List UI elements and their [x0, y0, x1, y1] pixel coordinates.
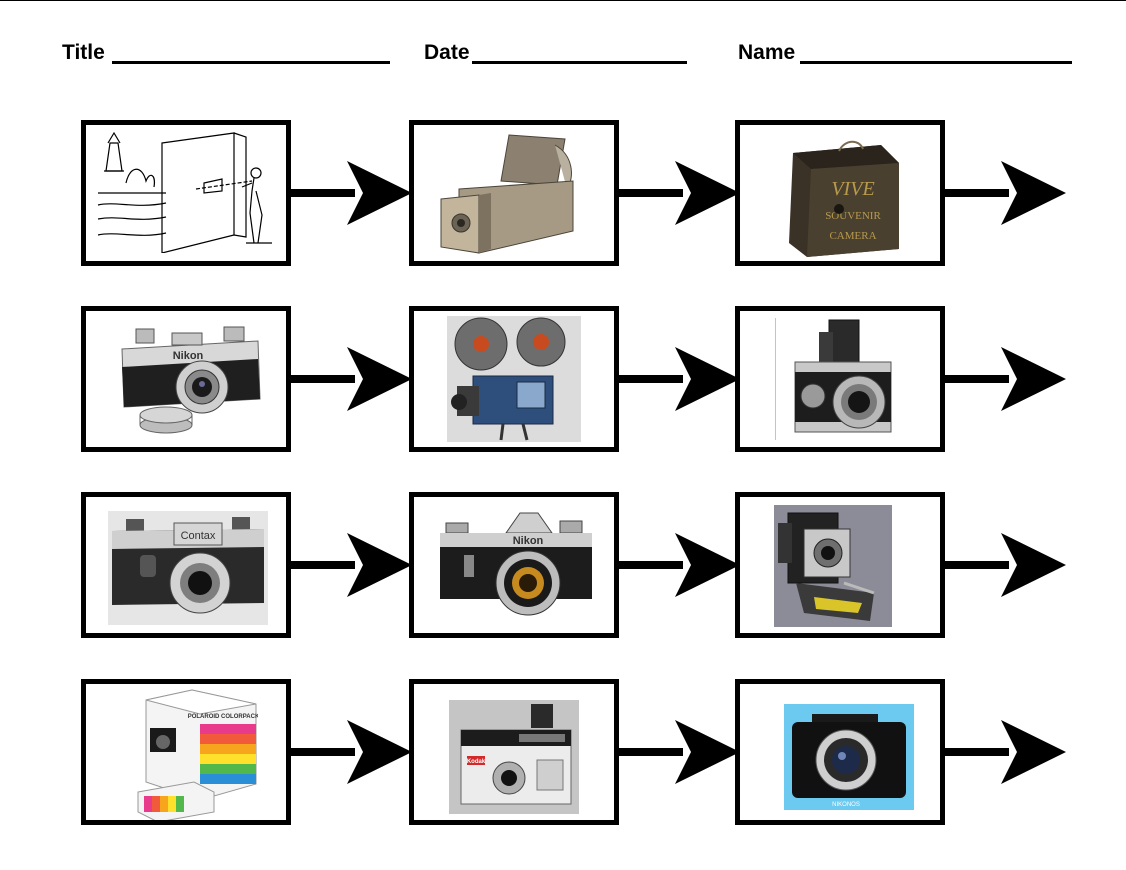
vive-souvenir-camera-image: VIVE SOUVENIR CAMERA — [789, 140, 899, 257]
polacolor-film-box-image: POLAROID COLORPACK II — [137, 689, 258, 820]
arrow-right-icon — [617, 533, 742, 597]
card-polacolor-film-box: POLAROID COLORPACK II — [81, 679, 291, 825]
name-field: Name — [738, 40, 1074, 70]
arrow-right-icon — [289, 533, 414, 597]
top-rule — [0, 0, 1126, 1]
card-contax-camera: Contax — [81, 492, 291, 638]
name-blank-line[interactable] — [800, 61, 1072, 64]
svg-text:CAMERA: CAMERA — [829, 230, 876, 242]
arrow-right-icon — [943, 161, 1068, 225]
arrow-right-icon — [943, 720, 1068, 784]
arrow-right-icon — [289, 347, 414, 411]
card-wooden-box-camera — [409, 120, 619, 266]
card-nikon-rangefinder: Nikon — [81, 306, 291, 452]
svg-text:POLAROID COLORPACK II: POLAROID COLORPACK II — [188, 714, 258, 720]
date-blank-line[interactable] — [472, 61, 687, 64]
arrow-right-icon — [289, 720, 414, 784]
svg-text:Kodak: Kodak — [467, 759, 486, 765]
svg-text:NIKONOS: NIKONOS — [832, 802, 860, 808]
reel-movie-camera-image — [447, 316, 581, 442]
arrow-right-icon — [617, 161, 742, 225]
svg-text:Contax: Contax — [181, 530, 216, 542]
date-field: Date — [424, 40, 690, 70]
title-field: Title — [62, 40, 392, 70]
title-blank-line[interactable] — [112, 61, 390, 64]
wooden-box-camera-image — [440, 134, 574, 254]
arrow-right-icon — [617, 720, 742, 784]
svg-text:VIVE: VIVE — [831, 178, 874, 200]
instamatic-camera-image: Kodak — [449, 700, 579, 814]
card-vive-souvenir-camera: VIVE SOUVENIR CAMERA — [735, 120, 945, 266]
title-label: Title — [62, 41, 105, 64]
arrow-right-icon — [943, 533, 1068, 597]
card-medium-format-camera — [735, 306, 945, 452]
underwater-camera-image: NIKONOS — [784, 704, 914, 810]
nikon-rangefinder-camera-image: Nikon — [121, 326, 261, 434]
name-label: Name — [738, 41, 796, 64]
svg-text:SOUVENIR: SOUVENIR — [825, 210, 881, 222]
arrow-right-icon — [943, 347, 1068, 411]
card-nikon-f-slr: Nikon — [409, 492, 619, 638]
contax-camera-image: Contax — [108, 511, 268, 625]
nikon-f-slr-camera-image: Nikon — [440, 512, 592, 616]
card-instamatic-camera: Kodak — [409, 679, 619, 825]
card-reel-movie-camera — [409, 306, 619, 452]
svg-text:Nikon: Nikon — [513, 535, 544, 547]
card-underwater-camera: NIKONOS — [735, 679, 945, 825]
camera-obscura-sketch-image — [97, 131, 272, 253]
press-camera-image — [774, 505, 892, 627]
medium-format-camera-image — [775, 318, 892, 440]
card-camera-obscura — [81, 120, 291, 266]
svg-text:Nikon: Nikon — [173, 350, 204, 362]
arrow-right-icon — [289, 161, 414, 225]
card-press-camera — [735, 492, 945, 638]
arrow-right-icon — [617, 347, 742, 411]
date-label: Date — [424, 41, 470, 64]
